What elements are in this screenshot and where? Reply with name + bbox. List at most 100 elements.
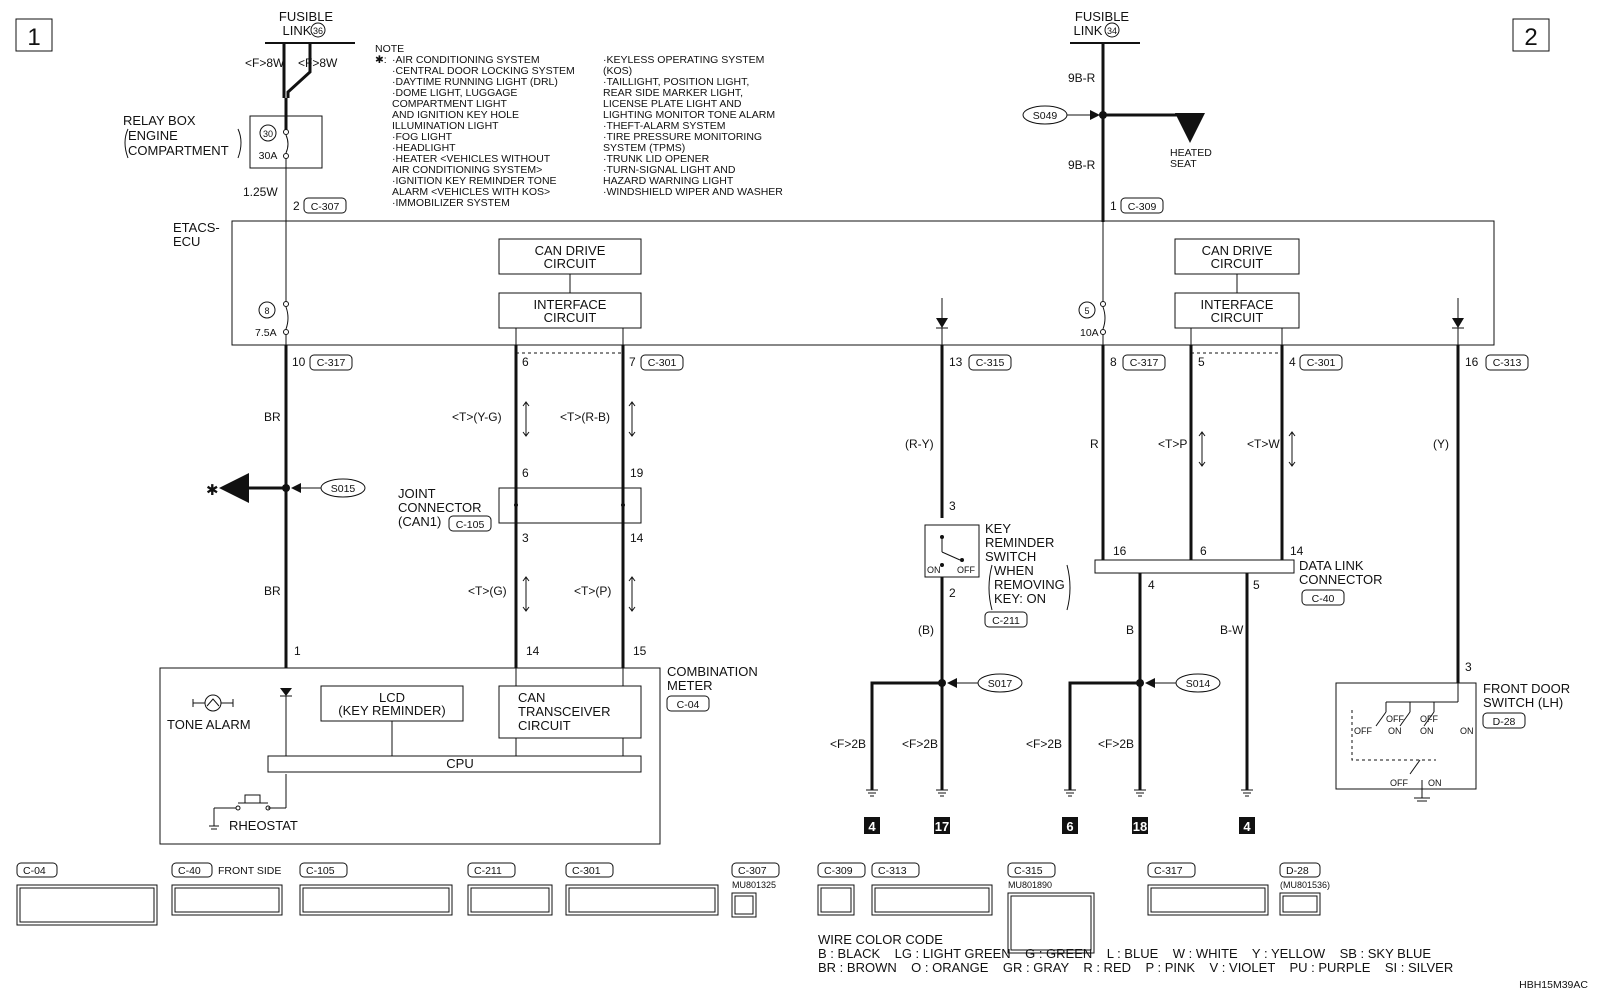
wire-fusible-36-b [286,43,312,98]
connector-id: C-04 [23,865,46,877]
note-line: ·DAYTIME RUNNING LIGHT (DRL) [392,76,558,88]
svg-text:REMOVING: REMOVING [994,577,1065,592]
svg-text:BR: BR [264,584,281,598]
connector-body [467,884,553,916]
connector-body [565,884,719,916]
svg-text:WIRE COLOR CODE: WIRE COLOR CODE [818,932,943,947]
svg-text:COMPARTMENT: COMPARTMENT [128,143,229,158]
splice-s014: S014 [1145,673,1221,693]
connector-id-tag [1007,862,1056,878]
svg-text:FUSIBLE: FUSIBLE [279,9,334,24]
svg-text:C-317: C-317 [1130,357,1159,369]
svg-text:6: 6 [1200,544,1207,558]
can-drive-circuit-right: CAN DRIVE CIRCUIT [1174,238,1300,275]
rheostat-switch-icon [209,794,271,830]
ground-number: 4 [868,819,876,834]
splice-s015: S015 [291,478,366,498]
svg-text:2: 2 [949,586,956,600]
note-line: ILLUMINATION LIGHT [392,120,499,132]
note-line: REAR SIDE MARKER LIGHT, [603,87,743,99]
svg-text:S014: S014 [1186,678,1211,690]
connector-extra: (MU801536) [1280,880,1330,890]
connector-inner [1010,895,1092,951]
note-star: ✱ [206,482,219,499]
note-line: ·IGNITION KEY REMINDER TONE [392,175,557,187]
svg-text:2: 2 [293,199,300,213]
svg-text:<T>(R-B): <T>(R-B) [560,410,610,424]
svg-text:7.5A: 7.5A [255,327,277,339]
svg-text:CIRCUIT: CIRCUIT [1211,310,1264,325]
ground-number: 4 [1243,819,1251,834]
wire-label-125w: 1.25W [243,185,278,199]
svg-text:WHEN: WHEN [994,563,1034,578]
diode-16 [1452,298,1464,345]
note-line: ·CENTRAL DOOR LOCKING SYSTEM [392,65,575,77]
svg-text:C-40: C-40 [1312,593,1335,605]
svg-text:3: 3 [949,499,956,513]
connector-id: C-40 [178,865,201,877]
connector-body [299,884,453,916]
svg-text:C-315: C-315 [976,357,1005,369]
note-line: ·IMMOBILIZER SYSTEM [392,197,510,209]
svg-text:15: 15 [633,644,647,658]
svg-text:<T>(Y-G): <T>(Y-G) [452,410,502,424]
svg-text:36: 36 [313,26,323,36]
svg-text:30A: 30A [259,150,278,162]
connector-id: C-317 [1154,865,1183,877]
ground-badge [1132,817,1148,834]
svg-text:ON: ON [1428,778,1442,788]
svg-text:ON: ON [927,565,941,575]
svg-text:TONE ALARM: TONE ALARM [167,717,251,732]
svg-text:HEATED: HEATED [1170,147,1212,159]
note-line: ·HEATER <VEHICLES WITHOUT [392,153,551,165]
svg-text:30: 30 [263,129,273,139]
ground-number: 18 [1133,819,1147,834]
note-line: ·KEYLESS OPERATING SYSTEM [603,54,764,66]
svg-text:6: 6 [522,466,529,480]
diode-13 [936,298,948,345]
connector-body [1007,892,1095,954]
svg-text:FUSIBLE: FUSIBLE [1075,9,1130,24]
svg-text:CIRCUIT: CIRCUIT [544,256,597,271]
svg-text:9B-R: 9B-R [1068,71,1096,85]
page-number-1: 1 [15,18,53,52]
svg-text:C-211: C-211 [992,615,1020,627]
svg-text:(R-Y): (R-Y) [905,437,934,451]
connector-id-tag [1279,862,1321,878]
fusible-link-36: FUSIBLE LINK 36 [265,9,355,44]
svg-text:C-04: C-04 [677,699,700,711]
connector-body [16,884,158,926]
svg-text:NOTE: NOTE [375,43,404,55]
svg-text:S017: S017 [988,678,1013,690]
connector-inner [1282,895,1318,913]
svg-text:5: 5 [1084,306,1089,316]
connector-body [731,892,757,918]
note-line: AIR CONDITIONING SYSTEM> [392,164,542,176]
svg-text:BR: BR [264,410,281,424]
svg-text:<T>W: <T>W [1247,437,1280,451]
svg-text:JOINT: JOINT [398,486,436,501]
connector-id-tag [171,862,213,878]
svg-text:<F>2B: <F>2B [902,737,938,751]
svg-text:<T>(G): <T>(G) [468,584,507,598]
connector-inner [1150,887,1266,913]
connector-body [1147,884,1269,916]
connector-id: C-105 [306,865,335,877]
svg-text:<F>2B: <F>2B [830,737,866,751]
svg-text:34: 34 [1107,26,1117,36]
note-line: ·THEFT-ALARM SYSTEM [603,120,726,132]
svg-text:CIRCUIT: CIRCUIT [518,718,571,733]
note-line: ·TRUNK LID OPENER [603,153,710,165]
joint-connector-can1: JOINT CONNECTOR (CAN1) C-105 6 19 3 14 [398,466,644,545]
connector-inner [734,895,754,915]
svg-text:S015: S015 [331,483,356,495]
note-line: ·DOME LIGHT, LUGGAGE [392,87,517,99]
svg-text:(Y): (Y) [1433,437,1449,451]
svg-text:14: 14 [526,644,540,658]
svg-text:SEAT: SEAT [1170,158,1197,170]
svg-text:CONNECTOR: CONNECTOR [398,500,482,515]
note-line: ·WINDSHIELD WIPER AND WASHER [603,186,783,198]
splice-s017: S017 [947,673,1023,693]
svg-text:CONNECTOR: CONNECTOR [1299,572,1383,587]
svg-text:BR : BROWN O : ORANGE GR: BR : BROWN O : ORANGE GR : GRAY R : RED … [818,960,1453,975]
